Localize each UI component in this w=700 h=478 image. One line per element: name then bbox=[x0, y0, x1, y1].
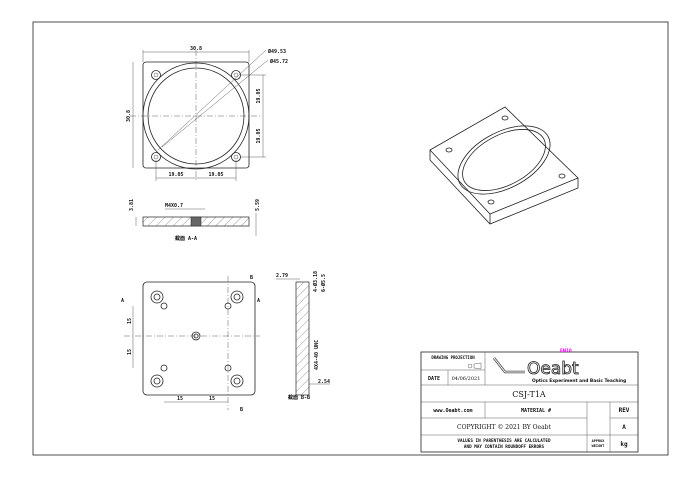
hole-spacing-right-top: 19.05 bbox=[256, 88, 262, 103]
spacing-v2: 15 bbox=[127, 349, 133, 355]
rev-label: REV bbox=[619, 407, 630, 414]
hole-spacing-bottom-right: 19.05 bbox=[208, 172, 223, 178]
spacing-v1: 15 bbox=[127, 318, 133, 324]
material-label: MATERIAL # bbox=[521, 408, 551, 414]
section-b-body bbox=[295, 281, 310, 396]
section-b-marker-bottom: B bbox=[240, 407, 243, 413]
inner-diameter-dim: Ø45.72 bbox=[269, 58, 288, 65]
section-a-marker-right: A bbox=[257, 298, 260, 304]
weight-label-1: APPROX bbox=[592, 439, 606, 443]
title-block: DRAWING PROJECTION DATE 04/06/2021 Oeabt… bbox=[420, 348, 639, 453]
thread-callout-b: 4X4-40 UNC bbox=[314, 340, 320, 370]
logo-text: Oeabt bbox=[527, 359, 579, 379]
sheet-border bbox=[32, 21, 669, 456]
weight-unit: kg bbox=[620, 441, 628, 448]
outer-diameter-dim: Ø49.53 bbox=[267, 48, 286, 55]
copyright: COPYRIGHT © 2021 BY Oeabt bbox=[457, 424, 551, 431]
thickness-right-dim: 5.59 bbox=[255, 199, 261, 211]
spacing-h1: 15 bbox=[177, 396, 183, 402]
date-value: 04/06/2021 bbox=[452, 376, 481, 382]
hole-b-callout: 6-Ø5.5 bbox=[320, 274, 327, 292]
note-line-1: VALUES IN PARENTHESIS ARE CALCULATED bbox=[457, 438, 551, 444]
section-b-label: 截面 B-B bbox=[288, 394, 310, 401]
weight-label-2: WEIGHT bbox=[592, 444, 605, 448]
spacing-h2: 15 bbox=[209, 396, 215, 402]
bottom-plate-outline bbox=[142, 281, 256, 396]
offset-top-dim: 2.79 bbox=[276, 273, 288, 279]
drawing-projection-label: DRAWING PROJECTION bbox=[431, 355, 475, 360]
hole-spacing-bottom-left: 19.05 bbox=[168, 172, 183, 178]
section-b-b: 2.79 4-Ø3.18 6-Ø5.5 4X4-40 UNC 2.54 截面 B… bbox=[276, 271, 330, 401]
section-a-a: M4X0.7 3.81 5.59 截面 A-A bbox=[129, 199, 261, 242]
bottom-view: A A B B 15 15 15 15 bbox=[121, 275, 260, 413]
top-view: 30.8 30.8 Ø49.53 Ø45.72 19.05 19.05 19.0… bbox=[126, 46, 288, 181]
thread-callout: M4X0.7 bbox=[165, 203, 183, 209]
website: www.Oeabt.com bbox=[433, 408, 472, 414]
logo-tagline: Optics Experiment and Basic Teaching bbox=[532, 378, 626, 384]
hole-a-callout: 4-Ø3.18 bbox=[312, 271, 319, 292]
offset-bottom-dim: 2.54 bbox=[318, 379, 330, 385]
rev-value: A bbox=[622, 424, 626, 431]
isometric-view bbox=[429, 106, 579, 225]
logo-note: EN10 bbox=[560, 348, 572, 353]
part-number: CSJ-T1A bbox=[512, 390, 546, 399]
section-a-marker-left: A bbox=[121, 298, 124, 304]
thickness-left-dim: 3.81 bbox=[129, 199, 135, 211]
date-label: DATE bbox=[428, 376, 440, 382]
width-dim: 30.8 bbox=[190, 46, 202, 52]
section-a-label: 截面 A-A bbox=[175, 235, 197, 242]
section-b-marker-top: B bbox=[250, 275, 253, 281]
oeabt-logo: Oeabt Optics Experiment and Basic Teachi… bbox=[493, 348, 626, 384]
projection-symbol-icon bbox=[467, 362, 482, 370]
note-line-2: AND MAY CONTAIN ROUNDOFF ERRORS bbox=[464, 444, 545, 450]
height-dim: 30.8 bbox=[126, 110, 132, 122]
hole-spacing-right-bottom: 19.05 bbox=[256, 128, 262, 143]
